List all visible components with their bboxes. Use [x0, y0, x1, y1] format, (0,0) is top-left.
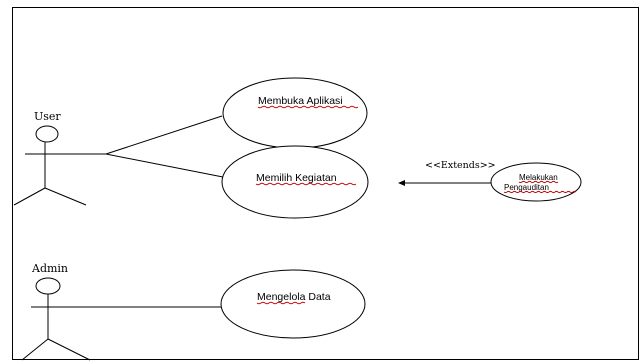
use-case-melakukan-pengauditan-line2: Pengauditan	[504, 183, 549, 192]
use-case-mengelola-data-label-part2: Data	[305, 291, 330, 303]
spellcheck-underline	[257, 105, 359, 109]
actor-user: User	[13, 110, 106, 206]
association-user-membuka-aplikasi	[105, 115, 223, 155]
use-case-memilih-kegiatan: Memilih Kegiatan	[221, 145, 369, 219]
use-case-membuka-aplikasi: Membuka Aplikasi	[222, 77, 368, 149]
use-case-melakukan-pengauditan-ellipse	[490, 162, 582, 202]
actor-user-left-leg	[13, 187, 46, 206]
actor-user-label: User	[34, 110, 61, 123]
extend-relationship: <<Extends>>	[398, 160, 496, 186]
use-case-melakukan-pengauditan-line1: Melakukan	[519, 173, 558, 182]
extend-arrowhead	[398, 180, 405, 186]
extend-stereotype-label: <<Extends>>	[425, 160, 496, 171]
use-case-mengelola-data-ellipse	[220, 269, 366, 339]
use-case-mengelola-data-label: Mengelola Data	[257, 291, 331, 303]
use-case-mengelola-data: Mengelola Data	[220, 269, 366, 339]
actor-user-right-leg	[44, 187, 87, 206]
spellcheck-underline	[255, 182, 357, 186]
use-case-membuka-aplikasi-ellipse	[222, 77, 368, 149]
use-case-membuka-aplikasi-label: Membuka Aplikasi	[258, 95, 343, 107]
spellcheck-underline	[518, 180, 559, 184]
spellcheck-underline	[256, 301, 306, 305]
actor-user-head	[35, 125, 59, 143]
use-case-memilih-kegiatan-label: Memilih Kegiatan	[256, 172, 337, 184]
use-case-melakukan-pengauditan: Melakukan Pengauditan	[490, 162, 582, 202]
association-user-memilih-kegiatan	[105, 153, 229, 179]
actor-admin: Admin	[21, 262, 91, 361]
spellcheck-underline	[503, 190, 577, 194]
actor-admin-right-leg	[47, 338, 91, 361]
actor-admin-left-leg	[21, 338, 49, 361]
actor-admin-label: Admin	[31, 262, 68, 275]
use-case-memilih-kegiatan-ellipse	[221, 145, 369, 219]
use-case-mengelola-data-label-part1: Mengelola	[257, 291, 306, 303]
